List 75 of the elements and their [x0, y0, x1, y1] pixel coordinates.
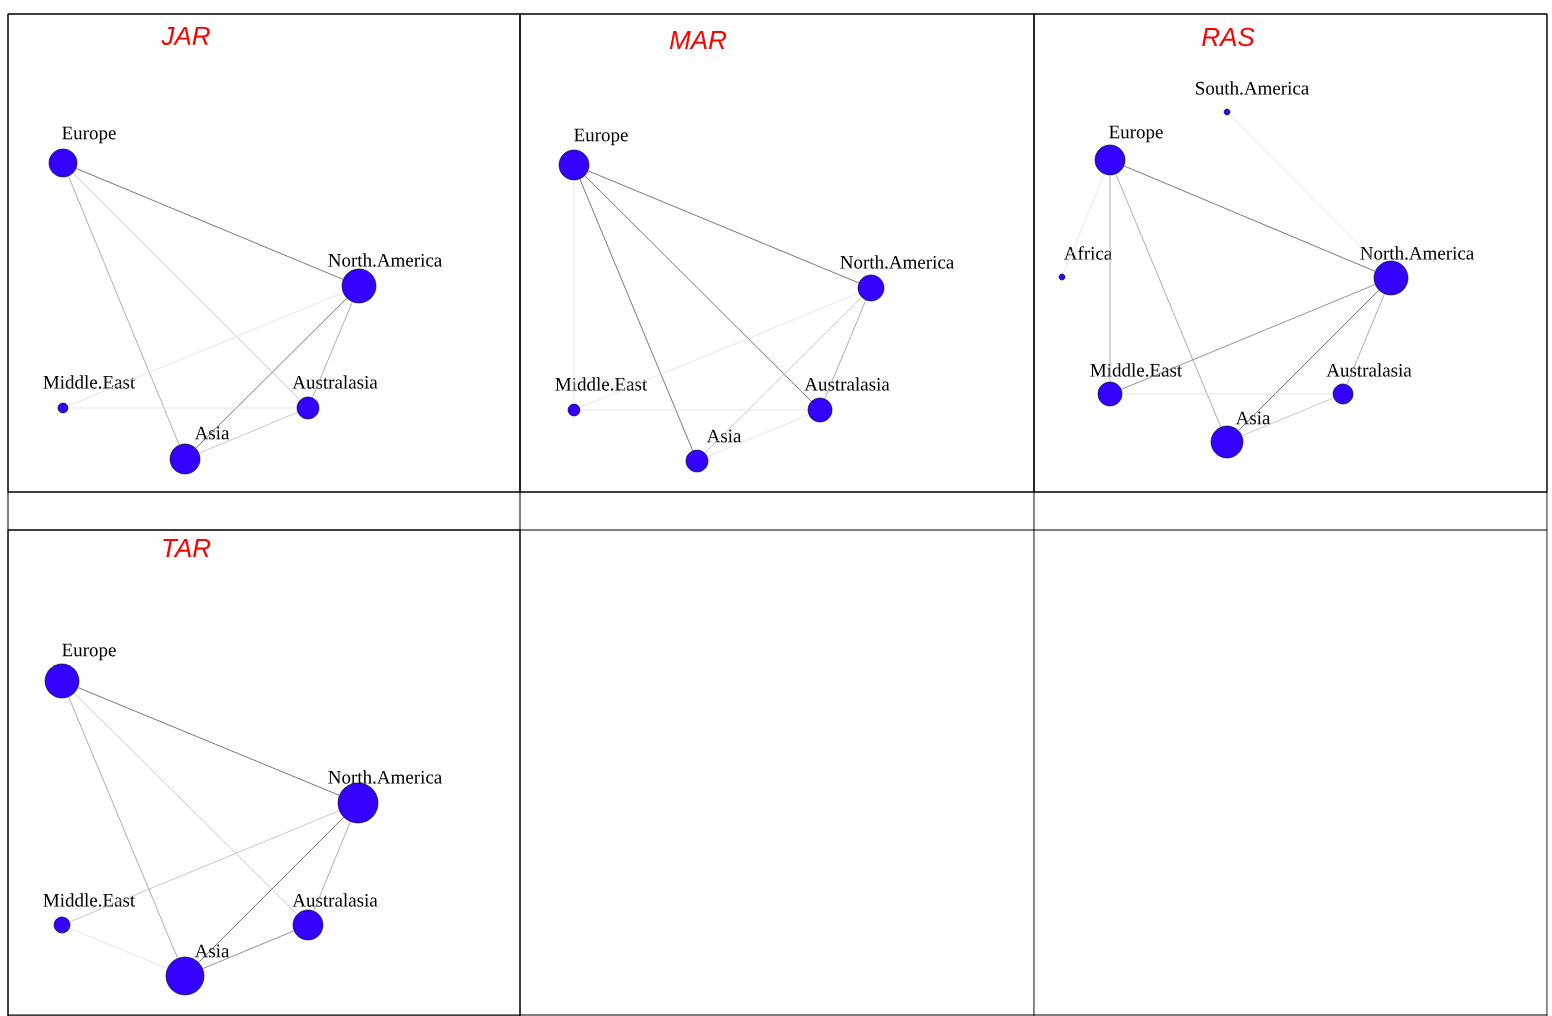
node-label: Middle.East [1090, 363, 1183, 377]
node-label: Asia [194, 944, 230, 958]
node-label: Europe [62, 643, 116, 661]
edge-line [69, 810, 340, 923]
edge-line [824, 299, 867, 400]
network-node: North.America [328, 253, 442, 304]
node-label: North.America [1360, 246, 1474, 260]
node-label: North.America [840, 255, 954, 269]
network-node: Middle.East [43, 893, 136, 934]
network-node: North.America [840, 255, 954, 302]
network-node: Australasia [292, 893, 378, 941]
node-label: Europe [1109, 125, 1163, 143]
network-node: Europe [48, 126, 116, 178]
network-node: Europe [558, 128, 628, 181]
network-node: Africa [1058, 246, 1112, 281]
network-node: Middle.East [1090, 363, 1183, 407]
edge-line [587, 170, 860, 284]
edge-line [1123, 165, 1376, 272]
network-node: North.America [1360, 246, 1474, 296]
network-node: Middle.East [555, 377, 648, 417]
network-node: South.America [1196, 81, 1309, 116]
edge-line [72, 172, 301, 401]
edge-line [68, 696, 178, 959]
node-label: Europe [574, 128, 628, 146]
edge-line [1241, 397, 1334, 437]
edge-line [311, 301, 353, 398]
edge-line [313, 821, 351, 912]
network-node: Australasia [1326, 363, 1412, 405]
node-label: North.America [328, 770, 442, 784]
edge-line [67, 292, 344, 407]
node-label: Middle.East [43, 375, 136, 389]
edge-line [579, 292, 860, 408]
node-label: South.America [1196, 81, 1310, 95]
node-label: Europe [62, 126, 116, 144]
edge-line [195, 297, 348, 449]
edge-line [1109, 174, 1111, 383]
network-node: Asia [169, 426, 230, 475]
network-node: Asia [685, 429, 742, 473]
network-node: Middle.East [43, 375, 136, 414]
network-node: Europe [1094, 125, 1163, 176]
node-label: Africa [1063, 246, 1113, 260]
node-label: Australasia [292, 375, 378, 389]
edge-line [69, 927, 168, 969]
node-label: Middle.East [555, 377, 648, 391]
edge-line [1062, 173, 1105, 275]
network-node: Europe [44, 643, 116, 699]
edge-line [1121, 284, 1376, 390]
edge-line [202, 930, 295, 969]
edge-line [77, 687, 340, 796]
node-label: Middle.East [43, 893, 136, 907]
edge-line [584, 175, 812, 402]
edge-line [73, 692, 298, 915]
node-label: Asia [1235, 411, 1271, 425]
edge-line [198, 816, 345, 963]
edge-line [75, 168, 344, 280]
edge-line [1346, 293, 1385, 385]
edge-line [68, 175, 180, 446]
network-node: North.America [328, 770, 442, 824]
network-node: Australasia [804, 377, 890, 423]
node-label: Australasia [292, 893, 378, 907]
edge-line [1228, 113, 1380, 267]
edge-line [579, 178, 694, 451]
edge-line [707, 414, 810, 458]
edge-line [1115, 173, 1222, 428]
network-node: Asia [1210, 411, 1271, 459]
edge-line [704, 296, 862, 454]
node-label: Australasia [804, 377, 890, 391]
edge-line [198, 411, 298, 454]
node-label: Asia [194, 426, 230, 440]
edge-line [1238, 289, 1380, 431]
network-node: Australasia [292, 375, 378, 420]
node-label: Asia [706, 429, 742, 443]
node-label: North.America [328, 253, 442, 267]
network-node: Asia [165, 944, 230, 996]
node-label: Australasia [1326, 363, 1412, 377]
